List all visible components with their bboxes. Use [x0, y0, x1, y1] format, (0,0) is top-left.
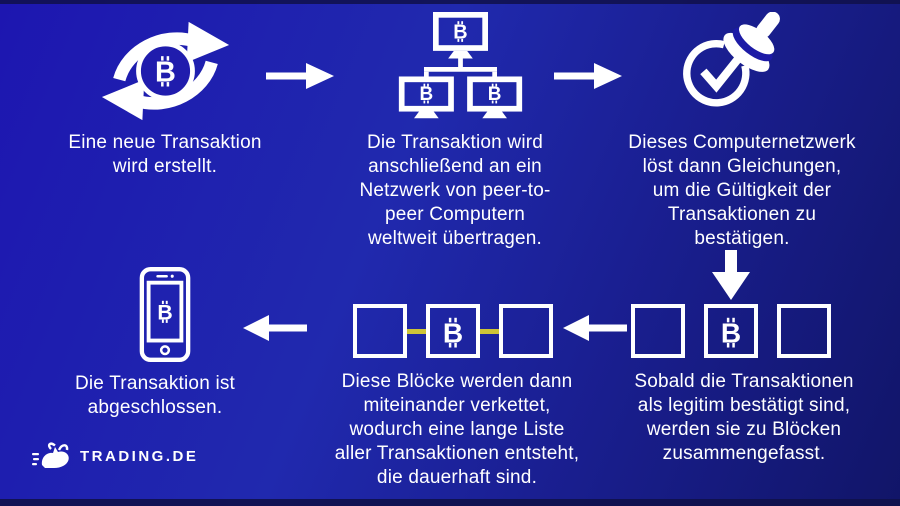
bitcoin-symbol: B: [157, 301, 172, 324]
bitcoin-symbol: B: [488, 84, 502, 105]
bitcoin-exchange-icon: B: [88, 18, 243, 124]
brand-name: TRADING.DE: [80, 447, 199, 465]
brand-logo: TRADING.DE: [32, 441, 198, 471]
blockchain-icon: B: [353, 304, 553, 358]
chain-block: [499, 304, 553, 358]
chain-link: [480, 328, 499, 334]
bitcoin-symbol: B: [443, 318, 463, 349]
bitcoin-symbol: B: [420, 84, 434, 105]
bitcoin-symbol: B: [453, 22, 467, 44]
block-square: [631, 304, 685, 358]
arrow-left-icon: [563, 313, 627, 343]
step-caption-4: Sobald die Transaktionen als legitim bes…: [634, 371, 854, 464]
bottom-edge-strip: [0, 499, 900, 506]
top-edge-strip: [0, 0, 900, 4]
step-caption-3: Dieses Computernetzwerk löst dann Gleich…: [628, 132, 856, 249]
bitcoin-symbol: B: [721, 318, 741, 349]
stamp-approval-icon: [672, 12, 792, 116]
bitcoin-block-icon: B: [631, 304, 831, 358]
arrow-left-icon: [243, 313, 307, 343]
block-square: [777, 304, 831, 358]
chain-link: [407, 328, 426, 334]
arrow-right-icon: [266, 60, 334, 92]
chain-block-bitcoin: B: [426, 304, 480, 358]
step-caption-5: Diese Blöcke werden dann miteinander ver…: [334, 371, 580, 488]
arrow-down-icon: [712, 250, 750, 300]
step-caption-6: Die Transaktion ist abgeschlossen.: [74, 373, 236, 418]
step-caption-2: Die Transaktion wird anschließend an ein…: [359, 132, 551, 249]
block-square-bitcoin: B: [704, 304, 758, 358]
step-caption-1: Eine neue Transaktion wird erstellt.: [68, 132, 262, 177]
bitcoin-symbol: B: [155, 57, 176, 89]
bull-icon: [32, 442, 69, 468]
arrow-right-icon: [554, 60, 622, 92]
computer-network-icon: B B B: [394, 12, 527, 122]
smartphone-bitcoin-icon: B: [138, 266, 192, 363]
chain-block: [353, 304, 407, 358]
